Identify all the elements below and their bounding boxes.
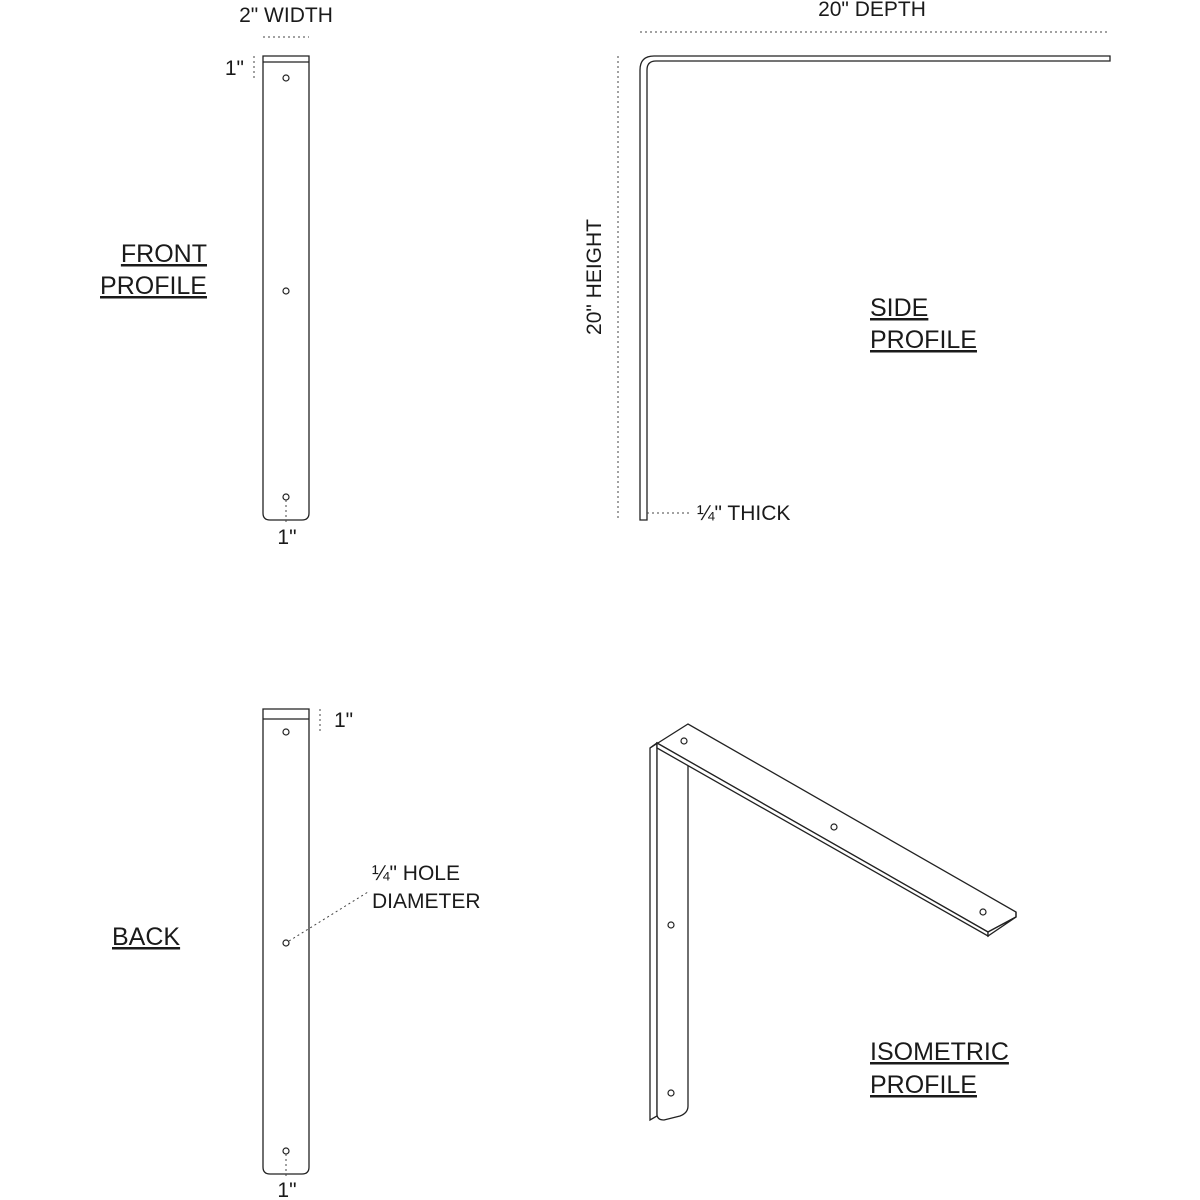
back-hole-top [282, 728, 290, 736]
back-hole-bottom [282, 1147, 290, 1155]
back-hole-label-line2: DIAMETER [372, 890, 481, 913]
iso-leg-hole-1 [667, 921, 675, 929]
iso-arm-end [987, 912, 1017, 938]
back-title: BACK [112, 923, 180, 951]
side-title-line2: PROFILE [870, 326, 977, 354]
iso-arm-hole-3 [979, 908, 987, 916]
back-view: 1" 1" ¼" HOLE DIAMETER BACK [112, 708, 481, 1200]
side-depth-label: 20" DEPTH [818, 0, 926, 21]
iso-arm-hole-1 [680, 737, 688, 745]
back-hole-label-line1: ¼" HOLE [372, 862, 460, 885]
front-profile-view: 2" WIDTH 1" 1" FRONT PROFILE [100, 4, 333, 549]
back-hole-middle [282, 939, 290, 947]
iso-title-line2: PROFILE [870, 1071, 977, 1099]
front-bottom-offset-label: 1" [277, 526, 296, 549]
side-profile-view: 20" DEPTH 20" HEIGHT ¼" THICK SIDE PROFI… [583, 0, 1111, 525]
side-thick-label: ¼" THICK [697, 502, 790, 525]
side-title-line1: SIDE [870, 294, 928, 322]
back-hole-leader [288, 891, 369, 942]
back-top-offset-label: 1" [334, 709, 353, 732]
side-bracket-l-shape [639, 55, 1111, 521]
front-hole-bottom [282, 493, 290, 501]
back-bottom-offset-label: 1" [277, 1179, 296, 1200]
front-hole-top [282, 74, 290, 82]
front-title-line2: PROFILE [100, 272, 207, 300]
iso-title-line1: ISOMETRIC [870, 1038, 1009, 1066]
front-width-label: 2" WIDTH [239, 4, 333, 27]
iso-horizontal-arm-face [656, 741, 989, 938]
isometric-view: ISOMETRIC PROFILE [649, 723, 1017, 1122]
front-hole-middle [282, 287, 290, 295]
front-title-line1: FRONT [121, 240, 207, 268]
iso-vertical-leg-face [656, 741, 689, 1121]
iso-leg-hole-2 [667, 1089, 675, 1097]
iso-arm-hole-2 [830, 823, 838, 831]
front-top-offset-label: 1" [225, 57, 244, 80]
iso-vertical-leg-edge [649, 741, 658, 1122]
side-height-label: 20" HEIGHT [583, 219, 606, 335]
